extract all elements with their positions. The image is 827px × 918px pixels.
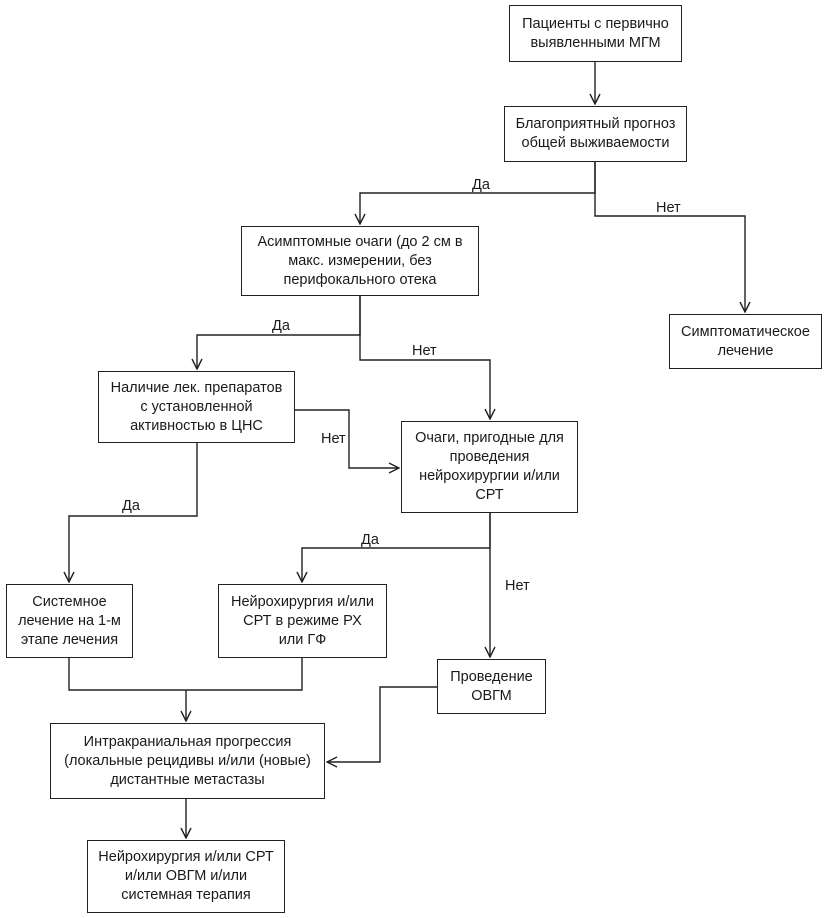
label-lesions-no: Нет: [505, 578, 530, 594]
label-drugs-yes: Да: [122, 498, 140, 514]
node-neurosurgery-srt: Нейрохирургия и/или СРТ в режиме РХ или …: [218, 584, 387, 658]
edge-drugs-yes: [69, 443, 198, 582]
node-symptomatic: Симптоматическое лечение: [669, 314, 822, 369]
label-lesions-yes: Да: [361, 532, 379, 548]
node-asymptomatic: Асимптомные очаги (до 2 см в макс. измер…: [241, 226, 479, 296]
edge-prognosis-no: [594, 162, 745, 312]
node-drugs: Наличие лек. препаратов с установленной …: [98, 371, 295, 443]
node-lesions-suitable: Очаги, пригодные для проведения нейрохир…: [401, 421, 578, 513]
edge-asymptomatic-no: [359, 296, 490, 419]
edge-drugs-no: [295, 409, 399, 468]
label-asymptomatic-yes: Да: [272, 318, 290, 334]
edge-wbrt-progression: [327, 686, 437, 762]
label-prognosis-no: Нет: [656, 200, 681, 216]
label-prognosis-yes: Да: [472, 177, 490, 193]
node-final: Нейрохирургия и/или СРТ и/или ОВГМ и/или…: [87, 840, 285, 913]
node-prognosis: Благоприятный прогноз общей выживаемости: [504, 106, 687, 162]
node-progression: Интракраниальная прогрессия (локальные р…: [50, 723, 325, 799]
node-patients: Пациенты с первично выявленными МГМ: [509, 5, 682, 62]
edge-systemic-merge: [68, 658, 303, 691]
node-wbrt: Проведение ОВГМ: [437, 659, 546, 714]
label-drugs-no: Нет: [321, 431, 346, 447]
edge-lesions-yes: [302, 513, 491, 582]
label-asymptomatic-no: Нет: [412, 343, 437, 359]
node-systemic: Системное лечение на 1-м этапе лечения: [6, 584, 133, 658]
